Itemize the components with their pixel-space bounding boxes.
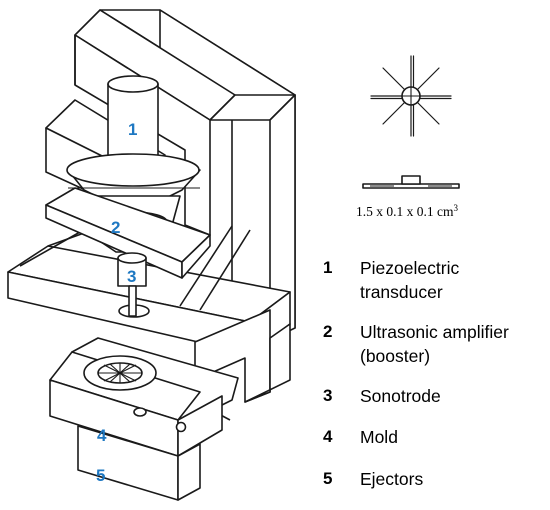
legend-label: Sonotrode [360,386,441,406]
legend-item-booster: 2 Ultrasonic amplifier (booster) [323,320,550,368]
clamp-plate [45,187,211,279]
legend-label: Ultrasonic amplifier (booster) [360,322,509,366]
star-specimen-top-view [370,55,452,137]
callout-3: 3 [127,267,136,286]
star-specimen-side-view [362,175,460,189]
legend-item-sonotrode: 3 Sonotrode [323,384,441,408]
mold [49,337,239,457]
legend-label: Mold [360,427,398,447]
legend-number: 4 [323,427,333,446]
callout-4: 4 [97,426,107,445]
legend-number: 2 [323,322,333,341]
legend-item-transducer: 1 Piezoelectric transducer [323,256,500,304]
legend-number: 1 [323,258,333,277]
legend-label: Ejectors [360,469,424,489]
specimen-dimensions: 1.5 x 0.1 x 0.1 cm3 [356,203,459,219]
callout-5: 5 [96,466,105,485]
legend-item-mold: 4 Mold [323,425,398,449]
callout-2: 2 [111,218,120,237]
legend-label: Piezoelectric transducer [360,258,460,302]
legend-item-ejectors: 5 Ejectors [323,467,423,491]
legend-number: 3 [323,386,333,405]
ejectors [77,425,201,501]
legend-number: 5 [323,469,333,488]
sonotrode [117,252,147,317]
callout-1: 1 [128,120,137,139]
